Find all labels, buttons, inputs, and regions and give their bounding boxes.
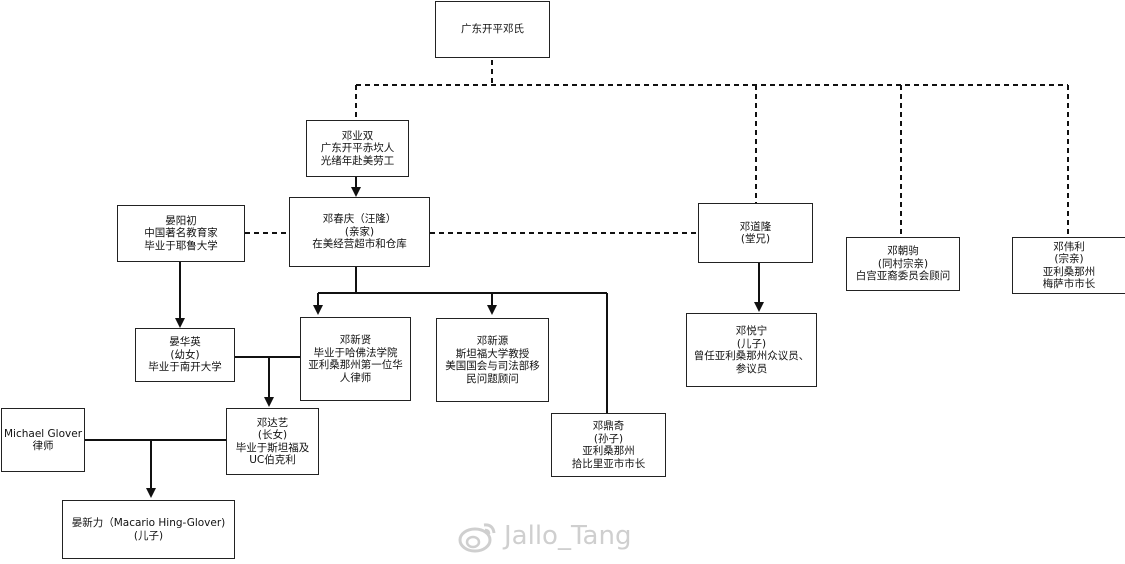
node-text-line: 晏阳初 xyxy=(165,214,197,227)
node-text-line: 邓悦宁 xyxy=(735,325,768,337)
node-text-line: 邓达艺 xyxy=(256,416,289,429)
node-text-line: 梅萨市市长 xyxy=(1042,278,1096,290)
node-text-line: 晏华英 xyxy=(169,336,201,349)
node-text-line: 亚利桑那州 xyxy=(582,445,635,457)
node-text-line: 亚利桑那州第一位华 xyxy=(308,359,403,371)
node-deng-chaoju: 邓朝驹(同村宗亲)白宫亚裔委员会顾问 xyxy=(846,237,960,291)
node-deng-xinxian: 邓新贤毕业于哈佛法学院亚利桑那州第一位华人律师 xyxy=(300,317,411,401)
node-text-line: 拾比里亚市市长 xyxy=(571,457,646,470)
node-deng-yeshuang: 邓业双广东开平赤坎人光绪年赴美劳工 xyxy=(306,120,409,177)
node-text-line: 亚利桑那州 xyxy=(1042,265,1096,278)
watermark: Jallo_Tang xyxy=(458,516,668,556)
node-text-line: 邓业双 xyxy=(341,129,374,142)
node-text-line: 毕业于耶鲁大学 xyxy=(144,239,218,252)
node-text-line: 邓鼎奇 xyxy=(592,420,625,432)
node-text-line: 邓春庆（汪隆） xyxy=(322,213,397,226)
node-text-line: (亲家) xyxy=(344,225,375,238)
node-deng-xinyuan: 邓新源斯坦福大学教授美国国会与司法部移民问题顾问 xyxy=(436,318,549,402)
node-text-line: 光绪年赴美劳工 xyxy=(320,154,395,167)
node-text-line: (同村宗亲) xyxy=(877,257,929,270)
node-text-line: 在美经营超市和仓库 xyxy=(312,238,407,251)
node-text-line: 斯坦福大学教授 xyxy=(455,347,530,360)
node-text-line: 律师 xyxy=(32,440,54,452)
node-text-line: (堂兄) xyxy=(740,233,771,245)
node-deng-daolong: 邓道隆(堂兄) xyxy=(698,203,813,263)
node-yan-xinli: 晏新力（Macario Hing-Glover)(儿子) xyxy=(62,500,235,559)
node-text-line: 白宫亚裔委员会顾问 xyxy=(855,270,951,283)
node-deng-weili: 邓伟利(宗亲)亚利桑那州梅萨市市长 xyxy=(1012,237,1125,294)
node-text-line: Michael Glover xyxy=(3,427,83,440)
node-text-line: UC伯克利 xyxy=(249,454,296,466)
node-text-line: 晏新力（Macario Hing-Glover) xyxy=(71,517,226,529)
node-text-line: 邓新源 xyxy=(476,335,509,347)
node-text-line: (宗亲) xyxy=(1054,253,1084,265)
node-text-line: 毕业于南开大学 xyxy=(148,361,222,374)
node-text-line: 邓道隆 xyxy=(739,220,772,233)
node-text-line: 中国著名教育家 xyxy=(144,227,218,240)
node-text-line: 曾任亚利桑那州众议员、 xyxy=(693,350,810,362)
node-yan-yangchu: 晏阳初中国著名教育家毕业于耶鲁大学 xyxy=(117,205,245,262)
node-root-guangdong-kaiping-deng: 广东开平邓氏 xyxy=(435,1,550,58)
watermark-text: Jallo_Tang xyxy=(504,521,632,551)
node-deng-yuening: 邓悦宁(儿子)曾任亚利桑那州众议员、参议员 xyxy=(686,313,817,387)
weibo-logo-icon xyxy=(458,523,496,553)
node-text-line: (幼女) xyxy=(170,348,200,361)
node-text-line: 广东开平赤坎人 xyxy=(320,142,395,155)
node-text-line: 参议员 xyxy=(735,362,768,375)
node-text-line: 广东开平邓氏 xyxy=(461,23,524,36)
node-text-line: (长女) xyxy=(257,429,288,441)
node-text-line: (儿子) xyxy=(736,337,767,350)
node-text-line: 人律师 xyxy=(339,371,372,384)
node-text-line: 毕业于哈佛法学院 xyxy=(313,346,398,359)
node-text-line: 邓朝驹 xyxy=(887,245,919,258)
node-deng-dingqi: 邓鼎奇(孙子)亚利桑那州拾比里亚市市长 xyxy=(551,413,666,477)
node-text-line: 邓新贤 xyxy=(339,334,372,346)
node-text-line: 邓伟利 xyxy=(1053,240,1085,253)
node-text-line: 毕业于斯坦福及 xyxy=(235,441,310,454)
node-text-line: 美国国会与司法部移 xyxy=(445,360,540,372)
node-text-line: 民问题顾问 xyxy=(466,372,519,385)
node-yan-huaying: 晏华英(幼女)毕业于南开大学 xyxy=(135,328,235,382)
node-deng-chunqing: 邓春庆（汪隆）(亲家)在美经营超市和仓库 xyxy=(289,197,430,267)
node-text-line: (孙子) xyxy=(593,432,624,445)
node-text-line: (儿子) xyxy=(133,529,164,542)
